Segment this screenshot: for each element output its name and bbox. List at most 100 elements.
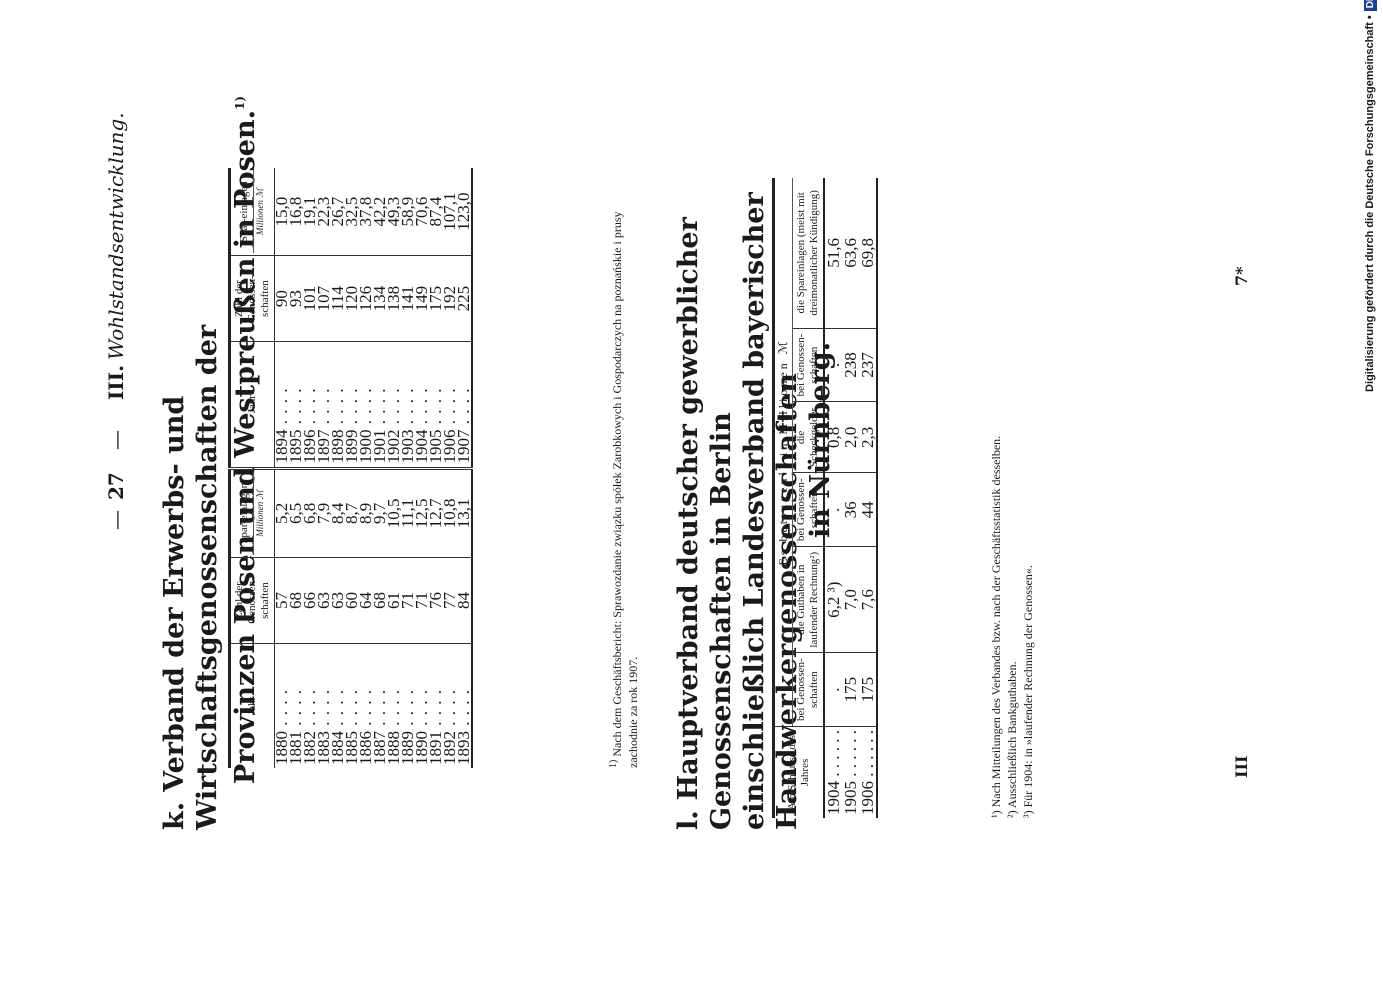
cell-c2: 6,2 ³): [824, 546, 843, 653]
cell-c4: 2,0: [841, 401, 860, 473]
cell-count: 84: [454, 557, 473, 644]
cell-c6-value: 69,8: [857, 237, 877, 268]
cell-c6: 69,8: [857, 178, 877, 328]
col-c5: bei Genossen-schaften: [792, 328, 824, 402]
cell-c2-value: 7,6: [857, 589, 877, 611]
page-number: 27: [104, 472, 128, 500]
section-l-table-wrap: Am Schlusse des Jahres Es betrugen¹) in …: [772, 178, 878, 818]
col-c6: die Spareinlagen (meist mit dreimonatlic…: [795, 190, 820, 316]
col-year-left: Jahr: [229, 643, 275, 768]
col-c2: die Guthaben in laufender Rechnung²): [792, 546, 824, 653]
cell-c3: 36: [841, 472, 860, 547]
cell-year: 1905 . . . . . .: [841, 726, 860, 818]
col-count-right: Zahl der Genossen-schaften: [229, 255, 275, 342]
section-k-title-line1: Verband der Erwerbs- und Wirtschaftsgeno…: [159, 324, 223, 830]
section-k-table-wrap: Jahr Zahl der Genossen-schaften Spar-ein…: [228, 168, 473, 768]
table-row: 1893 . . . . 84 13,1 1907 . . . . 225 123,0: [454, 168, 473, 768]
leader-dots: . . . . . .: [857, 730, 877, 781]
col-c4: die Scheckgelder: [792, 401, 824, 473]
cell-year-value: 1893: [454, 731, 473, 765]
cell-c5-value: 237: [857, 352, 877, 378]
section-l-footnotes: ¹) Nach Mitteilungen des Verbandes bzw. …: [988, 178, 1036, 818]
cell-c5: .: [824, 328, 843, 402]
col-savings-left-label: Spar-einlagen: [238, 482, 250, 544]
cell-c6: 63,6: [841, 178, 860, 328]
cell-year-value: 1906: [857, 781, 877, 815]
section-k-title-sup: 1): [233, 95, 247, 110]
section-l-table: Am Schlusse des Jahres Es betrugen¹) in …: [772, 178, 878, 818]
cell-c4-value: 2,3: [857, 426, 877, 449]
cell-c1: 175: [857, 652, 877, 727]
section-number: III.: [104, 364, 128, 400]
col-c3: bei Genossen-schaften: [792, 472, 824, 547]
cell-year: 1893 . . . .: [454, 643, 473, 768]
cell-c2: 7,0: [841, 546, 860, 653]
cell-c4: 0,8: [824, 401, 843, 473]
cell-c1-value: 175: [857, 676, 877, 703]
cell-savings: 13,1: [454, 468, 473, 558]
cell-year: 1904 . . . . . .: [824, 726, 843, 818]
cell-c5: 238: [841, 328, 860, 402]
col-year-end: Am Schlusse des Jahres: [773, 726, 824, 818]
col-savings-left-unit: Millionen ℳ: [253, 471, 267, 556]
digitization-note: Digitalisierung gefördert durch die Deut…: [1364, 0, 1377, 392]
cell-year: 1907 . . . .: [454, 341, 473, 469]
section-l-footnote-1: ¹) Nach Mitteilungen des Verbandes bzw. …: [989, 435, 1003, 818]
cell-c1: 175: [841, 652, 860, 727]
group-header: Es betrugen¹) in Millionen ℳ: [773, 178, 793, 727]
leader-dots: . . . .: [454, 689, 473, 731]
section-l-letter: l.: [673, 810, 704, 830]
col-year-right: Jahr: [229, 341, 275, 469]
section-l-footnote-2: ²) Ausschließlich Bankguthaben.: [1005, 661, 1019, 818]
col-c1: bei Genossen-schaften: [792, 652, 824, 727]
section-l-title-line1: Hauptverband deutscher gewerblicher Geno…: [673, 217, 737, 830]
col-savings-right-unit: Millionen ℳ: [253, 170, 267, 254]
signature-mark: III: [1232, 755, 1251, 778]
section-k-letter: k.: [159, 801, 190, 830]
cell-savings: 123,0: [454, 168, 473, 256]
cell-savings-value: 13,1: [454, 498, 473, 529]
cell-count-value: 225: [454, 285, 473, 312]
cell-c3: 44: [858, 472, 877, 547]
table-row: 1906 . . . . . . 175 7,6 44 2,3 237 69,8: [857, 178, 877, 818]
cell-year: 1906 . . . . . .: [857, 726, 877, 818]
dfg-logo: DFG: [1364, 0, 1377, 12]
section-l-footnote-3: ³) Für 1904: in »laufender Rechnung der …: [1021, 565, 1035, 818]
running-title: Wohlstandsentwicklung.: [104, 112, 128, 360]
cell-count: 225: [454, 255, 473, 342]
col-savings-right-label: Spar-einlagen: [238, 181, 250, 243]
cell-c2: 7,6: [857, 546, 877, 653]
header-dash-right: —: [104, 430, 128, 450]
cell-year-value: 1907: [454, 429, 473, 464]
cell-c4: 2,3: [857, 401, 877, 473]
cell-savings-value: 123,0: [454, 192, 473, 231]
cell-c3: .: [824, 472, 843, 547]
header-dash-left: —: [104, 510, 128, 530]
cell-c5: 237: [857, 328, 877, 402]
section-k-footnote-mark: 1): [608, 759, 619, 768]
section-k-footnote-text: Nach dem Geschäftsbericht: Sprawozdanie …: [610, 211, 640, 769]
cell-c6: 51,6: [824, 178, 843, 328]
sheet-mark: 7*: [1232, 266, 1251, 287]
col-count-left: Zahl der Genossen-schaften: [229, 557, 275, 644]
section-k-footnote: 1) Nach dem Geschäftsbericht: Sprawozdan…: [606, 168, 641, 769]
table-row: 1904 . . . . . ..6,2 ³).0,8.51,6: [824, 178, 843, 818]
cell-count-value: 84: [454, 592, 473, 610]
